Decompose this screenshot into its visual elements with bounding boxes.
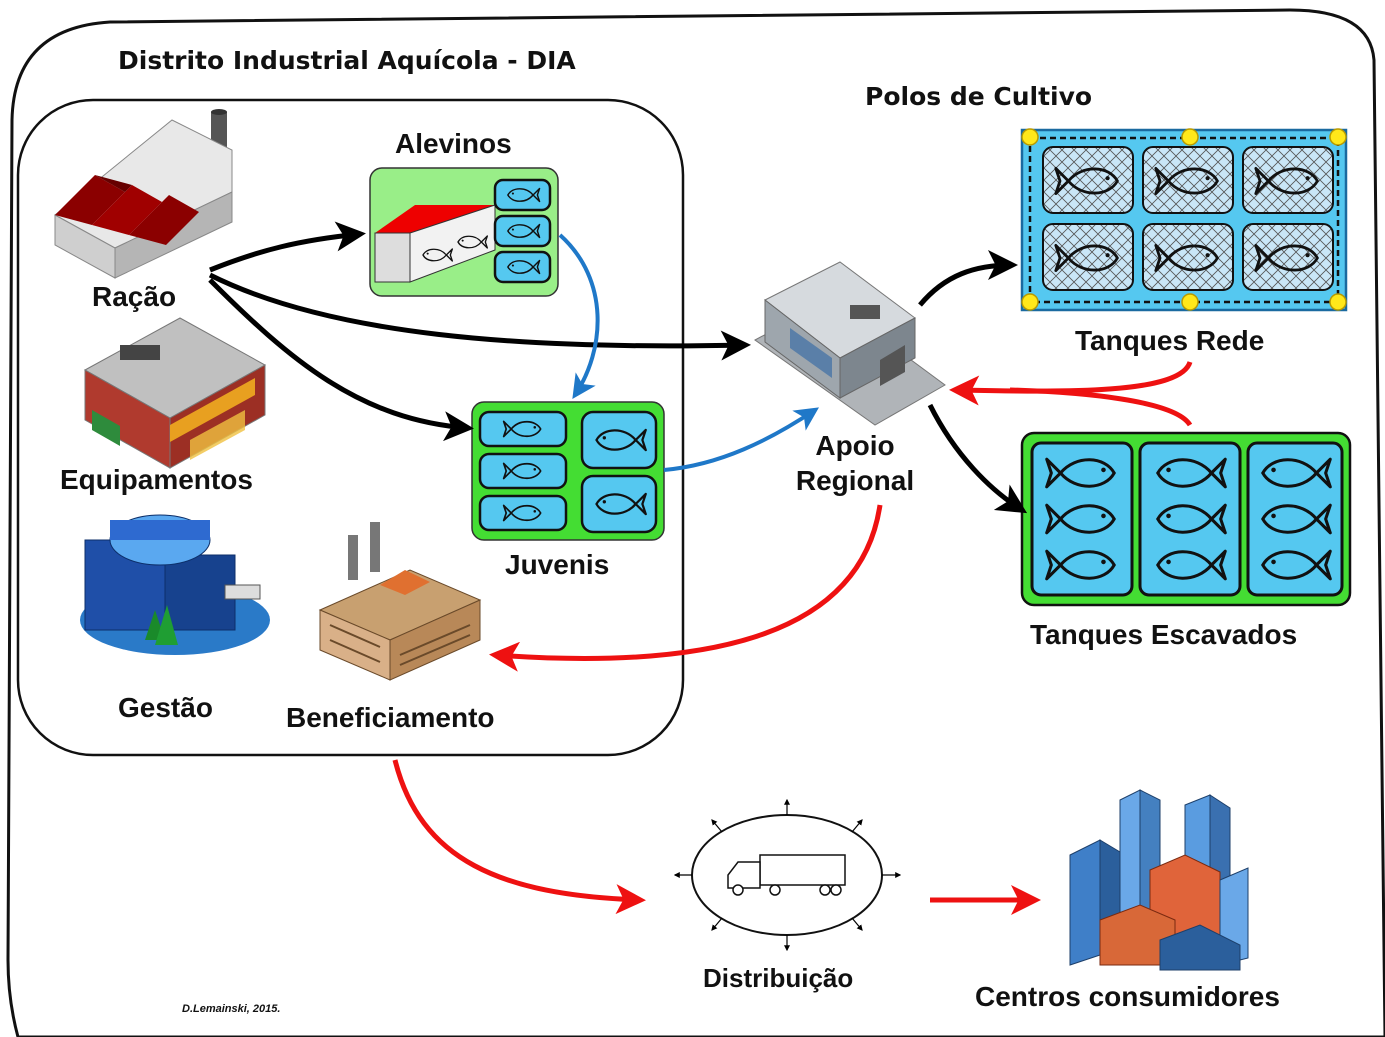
arrow-racao-alevinos [209,221,366,273]
polos-title: Polos de Cultivo [865,82,1093,111]
factory-icon [54,109,233,279]
arrow-dia-distribuicao [392,759,646,915]
arrow-apoio-beneficiamento [489,504,883,672]
label-apoio-line2: Regional [795,465,915,496]
arrow-juvenis-apoio [663,407,819,472]
distribution-icon [673,798,902,952]
excavated-tanks [1020,431,1352,607]
outer-frame [6,8,1385,1037]
regional-support-building [754,261,946,426]
arrow-apoio-escavados [927,403,1028,514]
hatchery-tank [369,167,559,297]
credit-text: D.Lemainski, 2015. [182,1003,281,1015]
label-centros: Centros consumidores [975,981,1280,1012]
label-tanques-rede: Tanques Rede [1075,325,1265,356]
label-alevinos: Alevinos [395,128,512,159]
arrow-racao-juvenis [208,278,474,442]
red-flow-arrows [392,360,1193,915]
label-beneficiamento: Beneficiamento [286,702,495,733]
processing-plant-icon [318,522,482,681]
label-equipamentos: Equipamentos [60,464,253,495]
label-apoio-line1: Apoio [815,430,895,461]
arrow-alevinos-juvenis [558,233,600,399]
net-cage-tanks [1020,128,1348,312]
store-icon [83,317,267,469]
city-icon [1069,789,1249,971]
office-icon [80,514,270,655]
label-gestao: Gestão [118,692,213,723]
blue-flow-arrows [558,233,819,472]
arrow-racao-apoio [208,272,751,361]
label-tanques-escavados: Tanques Escavados [1030,619,1298,650]
dia-frame [16,98,685,757]
label-racao: Ração [92,281,177,312]
arrow-escavados-apoio [1009,387,1193,427]
arrow-rede-apoio [949,360,1193,406]
dia-title: Distrito Industrial Aquícola - DIA [118,46,576,75]
black-flow-arrows [208,221,1028,514]
label-distribuicao: Distribuição [703,963,854,993]
arrow-apoio-rede [918,250,1018,307]
juvenile-tank [471,401,665,541]
label-juvenis: Juvenis [505,549,610,580]
